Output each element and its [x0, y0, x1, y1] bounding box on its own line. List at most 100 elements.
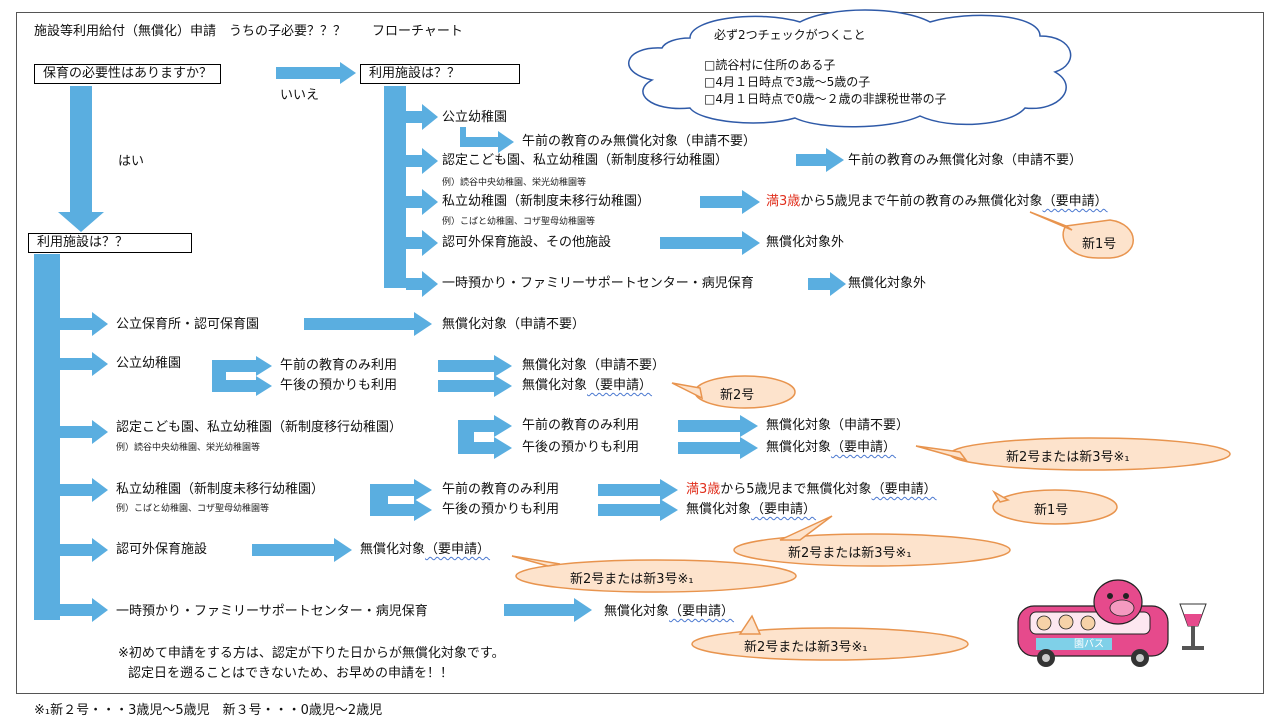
- arrow-r2-result: [796, 148, 844, 172]
- l-nursery-result: 無償化対象（申請不要）: [442, 317, 586, 332]
- page-title: 施設等利用給付（無償化）申請 うちの子必要？？？ フローチャート: [34, 24, 463, 39]
- l4-bubble-new1: 新1号: [1034, 503, 1069, 518]
- l2-morning: 午前の教育のみ利用: [280, 358, 398, 373]
- bubble-l4-shape: [992, 489, 1118, 525]
- bus-illustration: [1017, 579, 1207, 667]
- l4-afternoon-result-a: 無償化対象: [686, 502, 752, 517]
- l-certified: 認定こども園、私立幼稚園（新制度移行幼稚園）: [116, 420, 403, 435]
- l4-morning-result: 満3歳から5歳児まで無償化対象（要申請）: [686, 482, 937, 498]
- arrow-l1: [60, 312, 108, 336]
- r-certified-result: 午前の教育のみ無償化対象（申請不要）: [848, 153, 1083, 168]
- arrow-no: [276, 62, 356, 84]
- l4-morning-result-a: から5歳児まで無償化対象: [720, 482, 872, 497]
- l-unlicensed: 認可外保育施設: [116, 542, 208, 557]
- cloud-heading: 必ず2つチェックがつくこと: [714, 28, 866, 42]
- l5-result: 無償化対象（要申請）: [360, 542, 490, 558]
- bubble-l6-tail: [738, 614, 762, 635]
- arrow-l6-result: [504, 598, 592, 622]
- r-private-result: 満3歳から5歳児まで午前の教育のみ無償化対象（要申請）: [766, 194, 1108, 210]
- l-private-example: 例）こばと幼稚園、コザ聖母幼稚園等: [116, 504, 270, 514]
- l3-bubble: 新2号または新3号※₁: [1006, 450, 1130, 465]
- bubble-new2-tail: [671, 382, 704, 400]
- arrow-r4-result: [660, 231, 760, 255]
- cloud-item-3: □4月１日時点で0歳～２歳の非課税世帯の子: [704, 92, 947, 106]
- r-bubble-new1: 新1号: [1082, 237, 1117, 252]
- r-certified-example: 例）読谷中央幼稚園、栄光幼稚園等: [442, 178, 587, 188]
- arrow-r1: [406, 104, 438, 130]
- l2-morning-result: 無償化対象（申請不要）: [522, 358, 666, 373]
- arrow-r2: [406, 148, 438, 174]
- bubble-l5-tail: [511, 555, 561, 567]
- r-public-kinder: 公立幼稚園: [442, 110, 508, 125]
- r-unlicensed-result: 無償化対象外: [766, 235, 845, 250]
- bubble-l4b-tail: [779, 515, 833, 541]
- note-line-1: ※初めて申請をする方は、認定が下りた日からが無償化対象です。: [118, 646, 505, 661]
- arrow-l2-afternoon: [438, 375, 512, 397]
- arrow-l2: [60, 352, 108, 376]
- arrow-l4-morning: [598, 479, 678, 501]
- l5-bubble: 新2号または新3号※₁: [570, 572, 694, 587]
- bubble-r-new1: [1029, 211, 1134, 259]
- arrow-l4-split: [370, 479, 432, 521]
- l6-result: 無償化対象（要申請）: [604, 604, 734, 620]
- r-temp-result: 無償化対象外: [848, 276, 927, 291]
- l2-afternoon: 午後の預かりも利用: [280, 378, 398, 393]
- l4-afternoon-result-b: （要申請）: [751, 502, 817, 517]
- arrow-l5-result: [252, 538, 352, 562]
- arrow-l4: [60, 478, 108, 502]
- cloud-item-1: □読谷村に住所のある子: [704, 58, 836, 72]
- arrow-l2-split: [212, 356, 272, 396]
- l3-afternoon-result-b: （要申請）: [831, 440, 897, 455]
- l3-afternoon-result-a: 無償化対象: [766, 440, 832, 455]
- l4-afternoon: 午後の預かりも利用: [442, 502, 560, 517]
- r-private-result-b: （要申請）: [1042, 194, 1108, 209]
- facility-question-right: 利用施設は？？: [360, 64, 520, 84]
- arrow-r3: [406, 189, 438, 215]
- bubble-l3-tail: [915, 445, 968, 462]
- arrow-l3-afternoon: [678, 437, 758, 459]
- r-private: 私立幼稚園（新制度未移行幼稚園）: [442, 194, 651, 209]
- r-temp: 一時預かり・ファミリーサポートセンター・病児保育: [442, 276, 754, 291]
- cloud-item-2: □4月１日時点で3歳～5歳の子: [704, 75, 871, 89]
- l2-bubble-new2: 新2号: [720, 388, 755, 403]
- l4-afternoon-result: 無償化対象（要申請）: [686, 502, 816, 518]
- bubble-l4b-shape: [733, 533, 1011, 567]
- arrow-l3: [60, 420, 108, 444]
- arrow-l3-morning: [678, 415, 758, 437]
- question-box: 保育の必要性はありますか？: [34, 64, 222, 84]
- arrow-l2-morning: [438, 355, 512, 377]
- arrow-r3-result: [700, 190, 760, 214]
- l4-morning-result-b: （要申請）: [871, 482, 937, 497]
- arrow-l5: [60, 538, 108, 562]
- note-line-2: 認定日を遡ることはできないため、お早めの申請を！！: [128, 666, 454, 681]
- l-certified-example: 例）読谷中央幼稚園、栄光幼稚園等: [116, 443, 261, 453]
- bubble-l6-shape: [691, 627, 969, 661]
- l6-result-b: （要申請）: [669, 604, 735, 619]
- r-unlicensed: 認可外保育施設、その他施設: [442, 235, 612, 250]
- bus-label: 園バス: [1074, 639, 1104, 650]
- arrow-l3-split: [458, 415, 512, 459]
- l4-morning: 午前の教育のみ利用: [442, 482, 560, 497]
- r-public-kinder-result: 午前の教育のみ無償化対象（申請不要）: [522, 134, 757, 149]
- bubble-l4-tail: [991, 489, 1010, 503]
- arrow-r4: [406, 230, 438, 256]
- arrow-l1-result: [304, 312, 432, 336]
- l2-afternoon-result-b: （要申請）: [587, 378, 653, 393]
- l-nursery: 公立保育所・認可保育園: [116, 317, 260, 332]
- l5-result-b: （要申請）: [425, 542, 491, 557]
- l3-morning: 午前の教育のみ利用: [522, 418, 640, 433]
- bubbles: [511, 211, 1231, 661]
- r-private-result-red: 満3歳: [766, 194, 801, 209]
- check-cloud: [628, 9, 1072, 128]
- no-label: いいえ: [280, 88, 320, 103]
- footnote: ※₁新２号・・・3歳児～5歳児 新３号・・・0歳児～2歳児: [34, 703, 383, 718]
- l-public-kinder: 公立幼稚園: [116, 356, 182, 371]
- arrow-l4-afternoon: [598, 499, 678, 521]
- arrow-yes: [58, 86, 104, 232]
- arrow-r5: [406, 271, 438, 297]
- r-certified: 認定こども園、私立幼稚園（新制度移行幼稚園）: [442, 153, 729, 168]
- arrow-r5-result: [808, 272, 846, 296]
- l2-afternoon-result-a: 無償化対象: [522, 378, 588, 393]
- l3-afternoon-result: 無償化対象（要申請）: [766, 440, 896, 456]
